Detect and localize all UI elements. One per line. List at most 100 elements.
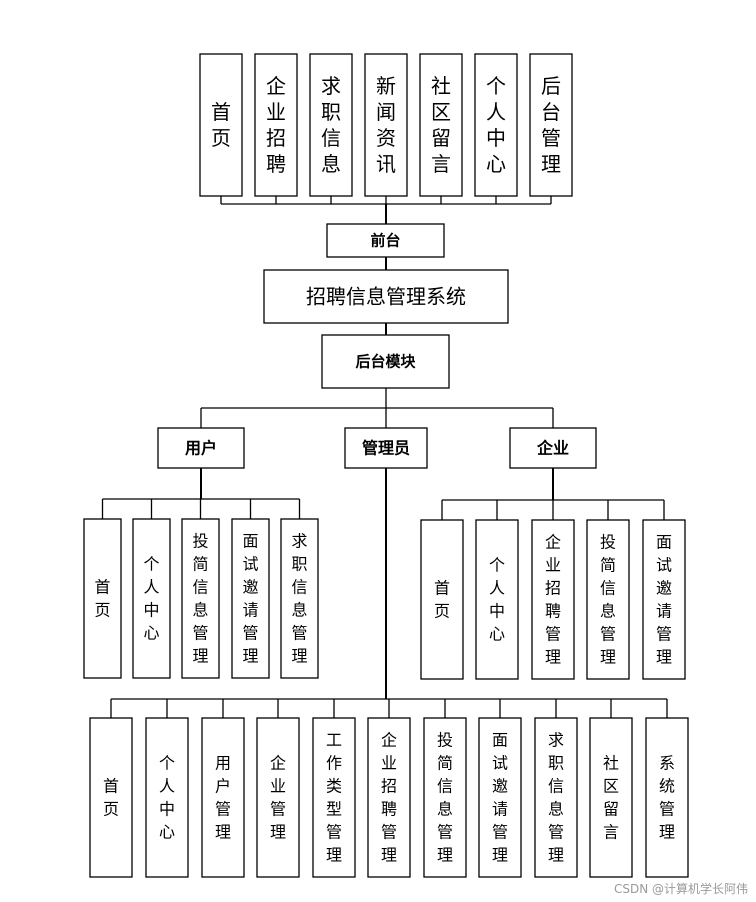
user-module-2: 投简信息管理 — [181, 518, 220, 679]
user-module-4: 求职信息管理 — [280, 518, 319, 679]
role-admin-box: 管理员 — [344, 427, 428, 469]
user-module-2-frame — [181, 518, 220, 679]
admin-module-10-frame — [645, 717, 689, 878]
user-module-3-label: 面试邀请管理 — [242, 532, 258, 666]
company-module-4-label: 面试邀请管理 — [656, 533, 672, 667]
role-company-box: 企业 — [509, 427, 597, 469]
admin-module-5-frame — [367, 717, 411, 878]
admin-module-7: 面试邀请管理 — [478, 717, 522, 878]
admin-module-5: 企业招聘管理 — [367, 717, 411, 878]
role-user-box: 用户 — [157, 427, 245, 469]
role-admin-box-label: 管理员 — [362, 439, 410, 458]
company-module-3-label: 投简信息管理 — [600, 533, 616, 667]
front-module-3-label: 新闻资讯 — [376, 74, 396, 176]
admin-module-4-frame — [312, 717, 356, 878]
user-module-1: 个人中心 — [132, 518, 171, 679]
admin-module-10: 系统管理 — [645, 717, 689, 878]
system-title-box: 招聘信息管理系统 — [263, 269, 509, 324]
company-module-3-frame — [586, 519, 630, 680]
role-admin-box-frame — [344, 427, 428, 469]
user-module-3: 面试邀请管理 — [231, 518, 270, 679]
front-module-2-label: 求职信息 — [321, 74, 341, 176]
admin-module-8-label: 求职信息管理 — [548, 731, 564, 865]
connector-lines — [101, 196, 668, 718]
company-module-0: 首页 — [420, 519, 464, 680]
company-module-2-frame — [531, 519, 575, 680]
admin-module-9-frame — [589, 717, 633, 878]
admin-module-7-frame — [478, 717, 522, 878]
front-module-1-frame — [254, 53, 298, 197]
user-module-4-label: 求职信息管理 — [291, 532, 307, 666]
user-module-1-label: 个人中心 — [143, 555, 159, 643]
front-module-6: 后台管理 — [529, 53, 573, 197]
system-title-box-frame — [263, 269, 509, 324]
user-module-4-frame — [280, 518, 319, 679]
admin-module-3-label: 企业管理 — [270, 754, 286, 842]
front-module-6-label: 后台管理 — [541, 74, 561, 176]
role-company-box-frame — [509, 427, 597, 469]
admin-module-1-frame — [145, 717, 189, 878]
company-module-2-label: 企业招聘管理 — [545, 533, 561, 667]
company-module-1-label: 个人中心 — [489, 556, 505, 644]
admin-module-9-label: 社区留言 — [603, 754, 619, 842]
admin-module-1: 个人中心 — [145, 717, 189, 878]
front-label-box: 前台 — [326, 223, 445, 258]
company-module-1: 个人中心 — [475, 519, 519, 680]
company-module-3: 投简信息管理 — [586, 519, 630, 680]
watermark: CSDN @计算机学长阿伟 — [614, 881, 748, 896]
front-module-0-label: 首页 — [211, 100, 231, 150]
admin-module-3-frame — [256, 717, 300, 878]
admin-module-3: 企业管理 — [256, 717, 300, 878]
admin-module-0-frame — [89, 717, 133, 878]
company-module-2: 企业招聘管理 — [531, 519, 575, 680]
front-module-2: 求职信息 — [309, 53, 353, 197]
admin-module-7-label: 面试邀请管理 — [492, 731, 508, 865]
admin-module-4-label: 工作类型管理 — [326, 731, 342, 865]
company-module-1-frame — [475, 519, 519, 680]
front-module-3: 新闻资讯 — [364, 53, 408, 197]
admin-module-4: 工作类型管理 — [312, 717, 356, 878]
user-module-3-frame — [231, 518, 270, 679]
front-module-4-label: 社区留言 — [431, 74, 451, 176]
front-module-5-label: 个人中心 — [486, 74, 506, 176]
diagram-boxes: 首页企业招聘求职信息新闻资讯社区留言个人中心后台管理前台招聘信息管理系统后台模块… — [83, 53, 689, 878]
front-module-1: 企业招聘 — [254, 53, 298, 197]
front-module-1-label: 企业招聘 — [266, 74, 286, 176]
front-label-box-frame — [326, 223, 445, 258]
role-company-box-label: 企业 — [536, 439, 569, 458]
front-module-5: 个人中心 — [474, 53, 518, 197]
front-module-3-frame — [364, 53, 408, 197]
company-module-0-label: 首页 — [434, 579, 450, 621]
admin-module-8: 求职信息管理 — [534, 717, 578, 878]
admin-module-5-label: 企业招聘管理 — [381, 731, 397, 865]
front-module-4-frame — [419, 53, 463, 197]
admin-module-0-label: 首页 — [103, 777, 119, 819]
system-title-box-label: 招聘信息管理系统 — [306, 285, 466, 309]
admin-module-8-frame — [534, 717, 578, 878]
backend-label-box-frame — [321, 334, 450, 389]
admin-module-6-frame — [423, 717, 467, 878]
admin-module-9: 社区留言 — [589, 717, 633, 878]
admin-module-1-label: 个人中心 — [159, 754, 175, 842]
admin-module-10-label: 系统管理 — [659, 754, 675, 842]
backend-label-box-label: 后台模块 — [355, 353, 416, 371]
user-module-0: 首页 — [83, 518, 122, 679]
admin-module-6: 投简信息管理 — [423, 717, 467, 878]
front-module-0: 首页 — [199, 53, 243, 197]
user-module-0-label: 首页 — [94, 578, 110, 620]
front-module-0-frame — [199, 53, 243, 197]
admin-module-2-frame — [201, 717, 245, 878]
admin-module-6-label: 投简信息管理 — [437, 731, 453, 865]
role-user-box-frame — [157, 427, 245, 469]
admin-module-2-label: 用户管理 — [215, 754, 231, 842]
front-module-2-frame — [309, 53, 353, 197]
front-module-5-frame — [474, 53, 518, 197]
user-module-2-label: 投简信息管理 — [192, 532, 208, 666]
admin-module-2: 用户管理 — [201, 717, 245, 878]
user-module-1-frame — [132, 518, 171, 679]
front-module-4: 社区留言 — [419, 53, 463, 197]
role-user-box-label: 用户 — [185, 439, 217, 458]
admin-module-0: 首页 — [89, 717, 133, 878]
front-label-box-label: 前台 — [370, 232, 400, 250]
